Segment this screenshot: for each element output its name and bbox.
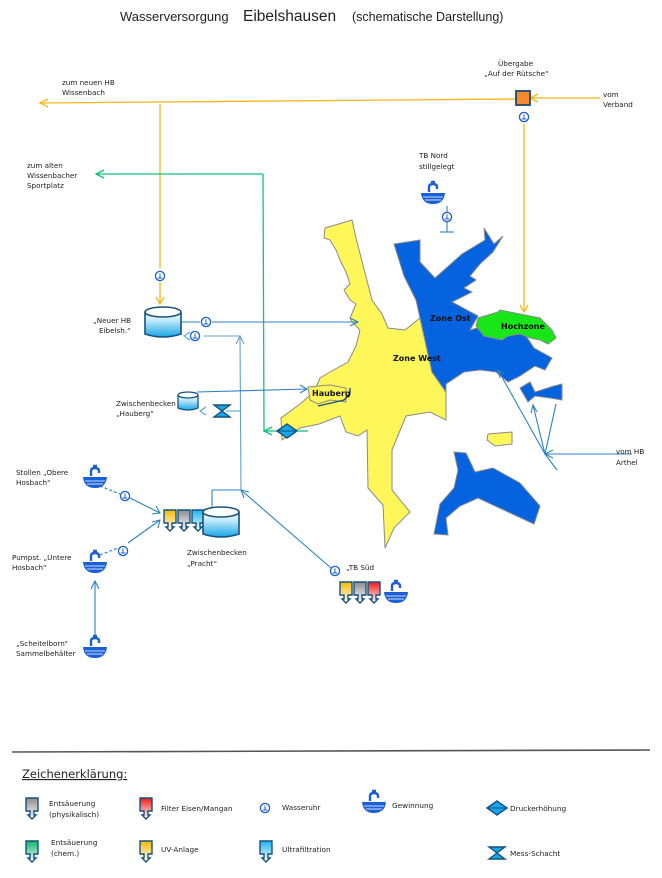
- tank-hauberg-icon: [177, 391, 199, 411]
- label-verband-2: Verband: [603, 100, 633, 109]
- label-alten-2: Wissenbacher: [27, 171, 77, 180]
- label-stollen-2: Hosbach“: [16, 478, 51, 487]
- label-verband-1: vom: [603, 90, 619, 99]
- label-hauberg-1: Zwischenbecken: [116, 399, 176, 408]
- hauberg-zone: [307, 384, 351, 407]
- label-pumpst-2: Hosbach“: [12, 563, 47, 572]
- extraction-tap-icon: [81, 549, 109, 575]
- water-meter-icon: [329, 565, 341, 577]
- label-neuen-hb-1: zum neuen HB: [62, 78, 115, 87]
- label-neuer-hb-1: „Neuer HB: [93, 316, 131, 325]
- legend-item-entsaeuerung-phys: Entsäuerung (physikalisch): [25, 797, 99, 820]
- legend-label: Ultrafiltration: [282, 845, 331, 854]
- treatment-yellow-icon: [163, 509, 177, 532]
- legend-label: (physikalisch): [49, 810, 99, 819]
- legend-label: Mess-Schacht: [510, 849, 560, 858]
- legend-item-mess-schacht: Mess-Schacht: [488, 846, 560, 860]
- label-uebergabe-1: Übergabe: [498, 59, 534, 68]
- water-meter-icon: [189, 330, 201, 342]
- hochzone-area: [475, 309, 557, 345]
- treatment-cyan-icon: [191, 509, 205, 532]
- treatment-yellow-icon: [139, 840, 153, 863]
- legend-label: Entsäuerung: [51, 838, 97, 847]
- label-pumpst-1: Pumpst. „Untere: [12, 553, 72, 562]
- zone-ost-label: Zone Ost: [430, 314, 471, 323]
- water-meter-icon: [200, 316, 212, 328]
- tb-sued-treatment-units: [339, 581, 381, 604]
- measuring-shaft-icon: [488, 846, 506, 860]
- label-pracht-2: „Pracht“: [187, 559, 217, 568]
- supply-pipe-verband: [38, 93, 600, 314]
- legend-label: Filter Eisen/Mangan: [161, 804, 233, 813]
- legend-heading: Zeichenerklärung:: [22, 767, 127, 781]
- legend-item-druckerhoehung: Druckerhöhung: [486, 800, 566, 816]
- extraction-tap-icon: [81, 634, 109, 660]
- water-meter-icon: [441, 211, 453, 223]
- legend-separator: [11, 749, 651, 753]
- transfer-station-icon: [515, 90, 531, 106]
- pressure-booster-icon: [486, 800, 508, 816]
- extraction-tap-icon: [81, 464, 109, 490]
- treatment-grey-icon: [177, 509, 191, 532]
- page-title: Wasserversorgung Eibelshausen (schematis…: [120, 8, 503, 25]
- treatment-grey-icon: [353, 581, 367, 604]
- label-scheitel-2: Sammelbehälter: [16, 649, 76, 658]
- legend-label: Wasseruhr: [282, 803, 321, 812]
- extraction-tap-icon: [419, 180, 447, 206]
- label-tb-sued: „TB Süd: [346, 563, 374, 572]
- tank-neuer-hb-icon: [144, 306, 182, 338]
- water-meter-icon: [518, 111, 530, 123]
- label-tb-nord-1: TB Nord: [418, 151, 448, 160]
- legend-item-filter: Filter Eisen/Mangan: [139, 797, 233, 820]
- water-meter-icon: [117, 545, 129, 557]
- treatment-green-icon: [25, 840, 39, 863]
- extraction-tap-icon: [360, 789, 388, 815]
- legend: Entsäuerung (physikalisch) Filter Eisen/…: [25, 789, 566, 863]
- legend-item-wasseruhr: Wasseruhr: [259, 802, 321, 814]
- legend-item-ultrafiltration: Ultrafiltration: [259, 840, 331, 863]
- zone-west-label: Zone West: [393, 354, 441, 363]
- tank-pracht-icon: [202, 506, 240, 538]
- treatment-red-icon: [139, 797, 153, 820]
- title-part3: (schematische Darstellung): [352, 10, 503, 24]
- water-meter-icon: [154, 270, 166, 282]
- extraction-tap-icon: [382, 579, 410, 605]
- water-meter-icon: [259, 802, 271, 814]
- label-tb-nord-2: stillgelegt: [419, 162, 455, 171]
- label-hauberg-2: „Hauberg“: [116, 409, 154, 418]
- pipe-network-blue: [90, 206, 632, 637]
- hauberg-label: Hauberg: [312, 389, 351, 398]
- hochzone-label: Hochzone: [501, 322, 545, 331]
- title-part2: Eibelshausen: [243, 8, 336, 25]
- legend-label: UV-Anlage: [161, 845, 199, 854]
- treatment-yellow-icon: [339, 581, 353, 604]
- label-stollen-1: Stollen „Obere: [16, 468, 69, 477]
- label-alten-3: Sportplatz: [27, 181, 64, 190]
- title-part1: Wasserversorgung: [120, 9, 229, 24]
- legend-item-uv: UV-Anlage: [139, 840, 199, 863]
- label-alten-1: zum alten: [27, 161, 63, 170]
- legend-label: Gewinnung: [392, 801, 433, 810]
- label-uebergabe-2: „Auf der Rütsche“: [484, 69, 549, 78]
- treatment-cyan-icon: [259, 840, 273, 863]
- label-neuen-hb-2: Wissenbach: [62, 88, 105, 97]
- legend-label: Entsäuerung: [49, 799, 95, 808]
- pracht-treatment-units: [163, 509, 205, 532]
- legend-label: Druckerhöhung: [510, 804, 566, 813]
- label-arthel-2: Arthel: [616, 458, 638, 467]
- label-neuer-hb-2: Eibelsh.“: [99, 326, 131, 335]
- label-arthel-1: vom HB: [616, 447, 644, 456]
- treatment-red-icon: [367, 581, 381, 604]
- pipe-alten-wissenbach: [94, 169, 308, 436]
- legend-item-gewinnung: Gewinnung: [360, 789, 433, 815]
- water-meter-icon: [119, 490, 131, 502]
- legend-item-entsaeuerung-chem: Entsäuerung (chem.): [25, 838, 97, 863]
- label-scheitel-1: „Scheitelborn“: [16, 639, 68, 648]
- legend-label: (chem.): [51, 849, 79, 858]
- label-pracht-1: Zwischenbecken: [187, 548, 247, 557]
- treatment-grey-icon: [25, 797, 39, 820]
